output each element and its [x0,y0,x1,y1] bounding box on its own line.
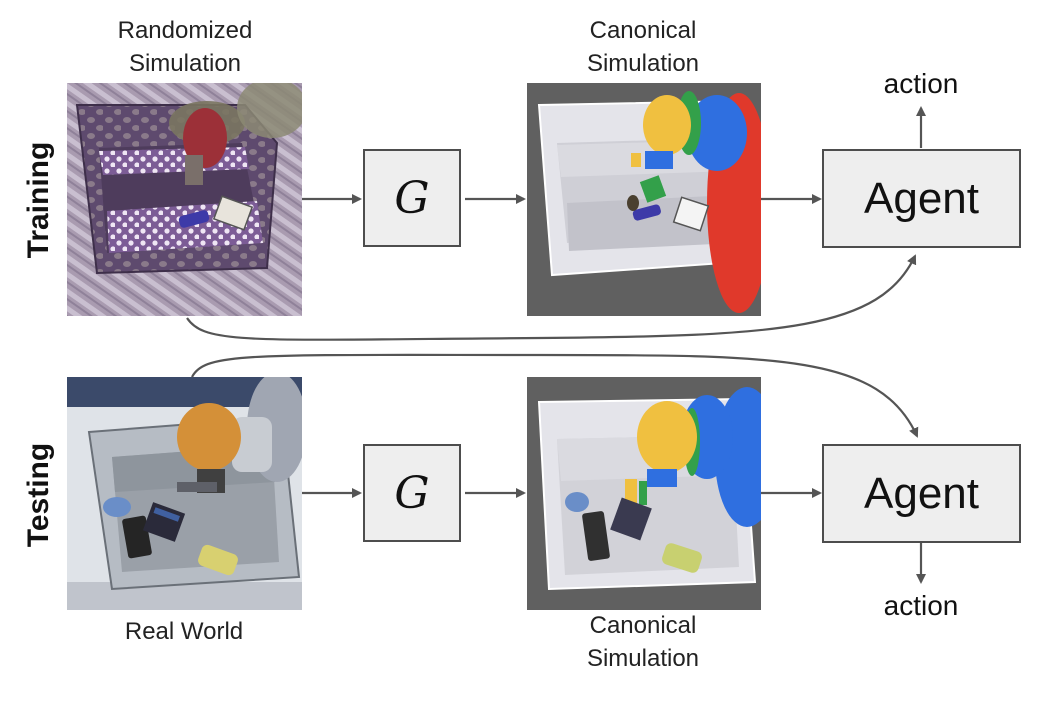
generator-symbol-bottom: G [394,467,430,519]
caption-canonical-simulation-bottom: Canonical Simulation [586,612,700,672]
real-world-image [67,377,302,610]
agent-label-bottom: Agent [864,468,979,518]
curve-randomized-to-agent [186,254,917,341]
generator-box-bottom: G [363,444,461,542]
caption-canonical-simulation-top: Canonical Simulation [586,17,700,77]
caption-real-world: Real World [124,618,244,645]
agent-label-top: Agent [864,173,979,223]
agent-box-bottom: Agent [822,444,1021,543]
action-label-top: action [883,68,959,99]
canonical-simulation-image-bottom [527,377,761,610]
generator-box-top: G [363,149,461,247]
canonical-simulation-image-top [527,83,761,316]
agent-box-top: Agent [822,149,1021,248]
action-label-bottom: action [883,590,959,621]
caption-randomized-simulation: Randomized Simulation [117,17,253,77]
generator-symbol-top: G [394,172,430,224]
curve-realworld-to-agent [191,353,919,438]
randomized-simulation-image [67,83,302,316]
